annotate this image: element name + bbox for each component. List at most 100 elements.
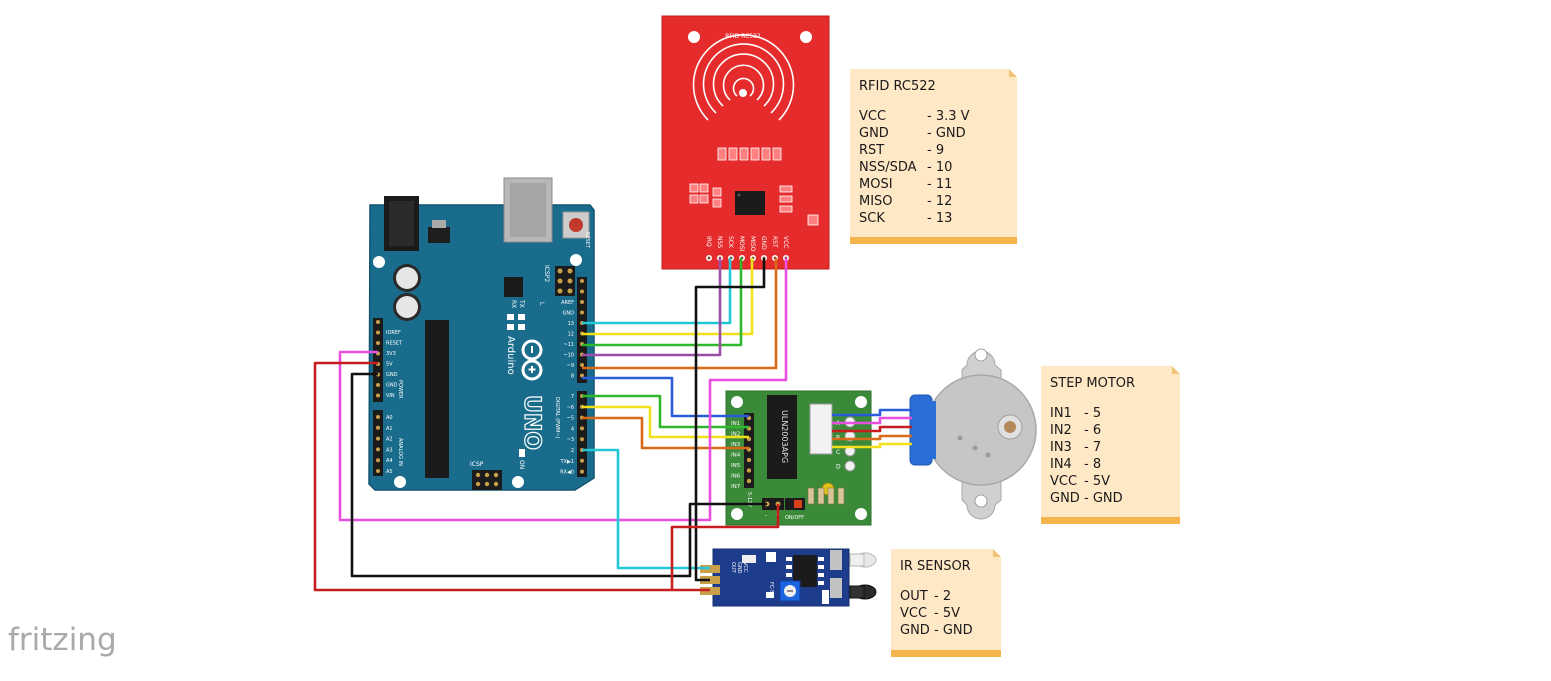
icsp2-header <box>555 266 575 296</box>
rfid-note-pin: GND <box>859 126 889 141</box>
rfid-note-row: MISO- 12 <box>859 194 952 209</box>
driver-minus-label: - <box>765 512 767 519</box>
rfid-pin-label-vcc: VCC <box>782 236 789 248</box>
atmega-chip <box>425 320 449 478</box>
motor-note-pin: IN1 <box>1050 406 1072 421</box>
rfid-pin-label-nss: NSS <box>716 236 723 248</box>
power-pin-label: RESET <box>386 341 403 347</box>
wire-magenta[interactable] <box>832 416 912 425</box>
driver-input-pin[interactable] <box>746 478 752 484</box>
driver-input-label: IN6 <box>731 474 741 480</box>
wire-red[interactable] <box>832 425 912 433</box>
analog-pin-label: A0 <box>386 415 393 421</box>
wire-orange[interactable] <box>582 258 778 370</box>
driver-led-label: C <box>836 449 840 456</box>
digital-pin-label: ~6 <box>567 405 574 411</box>
rfid-note-title: RFID RC522 <box>859 79 936 94</box>
wire-green[interactable] <box>582 258 743 347</box>
rfid-pin-label-gnd: GND <box>760 236 767 250</box>
ir-note-pin: OUT <box>900 589 928 604</box>
wire-yellow[interactable] <box>832 442 912 449</box>
on-led-label: ON <box>518 460 525 469</box>
icsp-header <box>472 470 502 490</box>
rfid-note-value: - 3.3 V <box>927 109 970 124</box>
motor-note-title: STEP MOTOR <box>1050 376 1136 391</box>
motor-note-value: - 8 <box>1084 457 1102 472</box>
wire-orange[interactable] <box>582 416 749 450</box>
ir-note-pin: VCC <box>900 606 928 621</box>
motor-note-value: - 5V <box>1084 474 1110 489</box>
analog-pin-label: A4 <box>386 458 393 464</box>
driver-input-label: IN3 <box>731 442 741 448</box>
driver-input-pin[interactable] <box>746 468 752 473</box>
motor-note-row: IN3 - 7 <box>1050 440 1101 455</box>
wire-cyan[interactable] <box>582 258 732 325</box>
wire-blue[interactable] <box>832 408 912 417</box>
arduino-logo-icon <box>521 339 543 381</box>
motor-note-row: VCC- 5V <box>1050 474 1110 489</box>
rfid-note-pin: RST <box>859 143 885 158</box>
wire-green[interactable] <box>582 394 749 429</box>
wire-black[interactable] <box>694 258 766 582</box>
wire-black[interactable] <box>350 372 767 578</box>
rfid-pin-label-mosi: MOSI <box>738 236 745 252</box>
wire-red[interactable] <box>313 361 710 592</box>
rfid-note-pin: MOSI <box>859 177 893 192</box>
uno-logo: UNO <box>519 395 544 450</box>
digital-pin-label: ~5 <box>567 416 574 422</box>
motor-note-value: - 7 <box>1084 440 1102 455</box>
icsp2-label: ICSP2 <box>543 265 550 282</box>
analog-pin-label: A1 <box>386 426 393 432</box>
digital-pin-label: RX◀0 <box>560 470 574 476</box>
rfid-board-label: RFID RC522 <box>725 33 761 40</box>
driver-chip-label: ULN2003APG <box>780 410 789 463</box>
digital-pin-label: 2 <box>571 448 574 454</box>
rfid-pin-label-sck: SCK <box>727 236 734 249</box>
motor-note-pin: IN2 <box>1050 423 1072 438</box>
wire-purple[interactable] <box>582 258 722 357</box>
digital-pin-label: AREF <box>561 300 574 306</box>
wire-orange[interactable] <box>832 434 912 441</box>
wire-cyan[interactable] <box>582 448 710 570</box>
digital-pin-label: TX▶1 <box>559 459 574 465</box>
l-led-label: L <box>538 302 545 306</box>
rfid-note-pin: SCK <box>859 211 885 226</box>
reset-label: RESET <box>584 232 590 249</box>
power-header-label: POWER <box>397 380 403 399</box>
ir-note-value: - GND <box>934 623 973 638</box>
wire-yellow[interactable] <box>582 258 754 336</box>
power-pin-label: 5V <box>386 362 393 368</box>
uln2003-chip <box>767 395 797 479</box>
motor-note-row: IN2 - 6 <box>1050 423 1101 438</box>
driver-power-label: 5-12V <box>746 492 752 507</box>
tx-label: TX <box>518 299 525 308</box>
rfid-pin-label-miso: MISO <box>749 236 756 252</box>
analog-header-label: ANALOG IN <box>397 438 403 466</box>
wire-yellow[interactable] <box>582 405 749 439</box>
digital-pin-label: ~11 <box>563 342 574 348</box>
rfid-note-row: RST- 9 <box>859 143 944 158</box>
motor-note-value: - 5 <box>1084 406 1102 421</box>
power-pin-label: 3V3 <box>386 351 396 357</box>
ir-note-row: VCC- 5V <box>900 606 960 621</box>
driver-input-label: IN7 <box>731 484 741 490</box>
rfid-note-pin: VCC <box>859 109 887 124</box>
motor-note-value: - GND <box>1084 491 1123 506</box>
ir-vcc-label: VCC <box>742 562 748 573</box>
driver-input-pin[interactable] <box>746 457 752 463</box>
wire-magenta[interactable] <box>338 258 788 522</box>
rfid-note-row: MOSI- 11 <box>859 177 952 192</box>
motor-note-value: - 6 <box>1084 423 1102 438</box>
wire-red[interactable] <box>670 504 780 590</box>
rfid-pin-label-rst: RST <box>771 236 778 248</box>
switch-label: ON/OFF <box>785 515 804 521</box>
motor-note-pin: IN3 <box>1050 440 1072 455</box>
motor-note-row: IN1 - 5 <box>1050 406 1101 421</box>
digital-pin-label: 7 <box>571 394 574 400</box>
analog-pin-label: A3 <box>386 447 393 453</box>
ir-note-row: GND- GND <box>900 623 973 638</box>
analog-pin-label: A2 <box>386 437 393 443</box>
rfid-note-value: - 13 <box>927 211 953 226</box>
